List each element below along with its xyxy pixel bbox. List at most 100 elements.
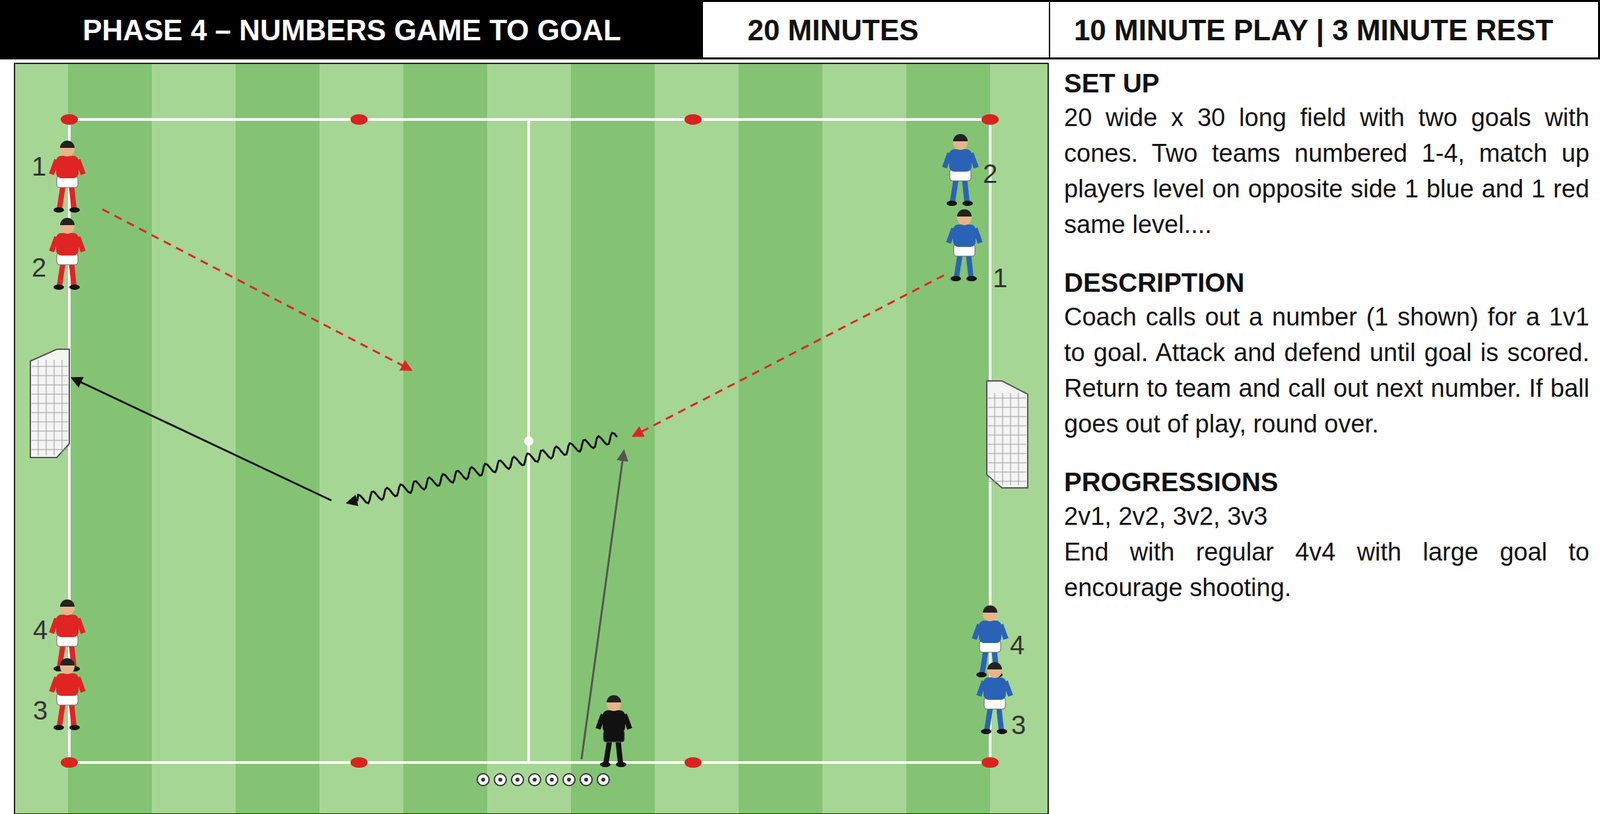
boot xyxy=(946,200,958,206)
player xyxy=(974,605,1006,678)
ball-patch xyxy=(515,777,520,782)
net-line xyxy=(31,421,68,423)
header-divider xyxy=(1048,0,1051,59)
ball-patch xyxy=(481,777,486,782)
stripe xyxy=(67,63,152,814)
ball xyxy=(477,773,490,786)
cone xyxy=(60,114,78,125)
section-heading: PROGRESSIONS xyxy=(1064,464,1590,500)
net-line xyxy=(988,471,1027,473)
ball xyxy=(545,773,558,786)
title: PHASE 4 – NUMBERS GAME TO GOAL xyxy=(82,15,622,45)
title-cell xyxy=(0,0,703,59)
arm xyxy=(944,153,950,168)
net-line xyxy=(62,359,63,456)
shirt xyxy=(953,224,976,247)
boot xyxy=(53,207,65,213)
net-line xyxy=(1018,392,1020,486)
player xyxy=(944,133,977,206)
shirt xyxy=(978,620,1002,643)
player xyxy=(978,662,1011,734)
boot xyxy=(966,275,977,282)
hair xyxy=(60,599,75,607)
pitch-ground xyxy=(14,63,1049,814)
player-number: 4 xyxy=(1009,631,1025,659)
timing: 10 MINUTE PLAY | 3 MINUTE REST xyxy=(1073,15,1554,45)
player-number: 1 xyxy=(992,264,1008,292)
shirt xyxy=(56,233,79,256)
cone xyxy=(350,757,368,768)
boot xyxy=(962,200,973,206)
ball xyxy=(511,773,524,786)
player-number: 2 xyxy=(982,160,998,187)
shirt xyxy=(56,614,79,637)
player xyxy=(51,658,84,731)
field-lines xyxy=(69,119,991,763)
balls xyxy=(477,773,610,786)
hair xyxy=(953,133,968,142)
cone xyxy=(981,114,999,125)
player-number: 1 xyxy=(31,153,47,180)
duration: 20 MINUTES xyxy=(747,15,919,45)
boot xyxy=(53,724,65,731)
player xyxy=(51,140,84,213)
net-line xyxy=(988,462,1027,464)
shirt xyxy=(949,149,972,172)
cone xyxy=(684,757,702,768)
net-line xyxy=(31,375,68,377)
ball-patch xyxy=(584,777,589,782)
net-line xyxy=(1010,392,1012,486)
arm xyxy=(51,677,57,692)
shirt xyxy=(602,710,626,733)
centre-spot xyxy=(524,436,534,446)
shirt xyxy=(983,677,1006,700)
section-heading: SET UP xyxy=(1064,66,1590,101)
player xyxy=(51,217,84,290)
text-panel: SET UP20 wide x 30 long field with two g… xyxy=(1064,66,1590,628)
net-line xyxy=(31,449,68,451)
player-number: 2 xyxy=(31,254,47,281)
cones xyxy=(60,114,999,768)
net-line xyxy=(31,384,68,386)
stripe xyxy=(906,63,991,814)
shirt xyxy=(56,673,79,696)
stripe xyxy=(570,63,655,814)
boot xyxy=(69,207,80,213)
ball xyxy=(563,773,575,786)
arm xyxy=(948,228,954,243)
net-line xyxy=(988,453,1027,455)
hair xyxy=(987,662,1002,670)
arm xyxy=(978,681,985,696)
ball xyxy=(580,773,593,786)
hair xyxy=(957,209,972,217)
net-line xyxy=(31,394,68,395)
header-border xyxy=(1,1,1600,59)
net-line xyxy=(994,392,996,486)
hair xyxy=(60,658,75,666)
boot xyxy=(69,724,80,731)
cone xyxy=(684,114,702,125)
net-line xyxy=(988,398,1027,399)
arm xyxy=(598,714,604,729)
movement-arrows xyxy=(72,209,944,760)
cone xyxy=(981,757,999,768)
stripe xyxy=(738,63,823,814)
section-heading: DESCRIPTION xyxy=(1064,265,1590,300)
player xyxy=(51,599,84,672)
ball xyxy=(528,773,541,786)
boot xyxy=(53,284,65,290)
arm xyxy=(77,236,84,252)
cone xyxy=(60,757,78,768)
ball-patch xyxy=(532,777,537,782)
net-line xyxy=(31,366,68,367)
net-line xyxy=(988,444,1027,445)
arm xyxy=(51,236,57,252)
net-line xyxy=(31,412,68,414)
net-line xyxy=(988,407,1027,408)
arm xyxy=(1005,681,1011,696)
hair xyxy=(60,217,75,226)
player-number: 4 xyxy=(33,616,48,643)
player-number: 3 xyxy=(33,697,48,724)
boot xyxy=(980,728,992,734)
net-line xyxy=(46,359,47,456)
